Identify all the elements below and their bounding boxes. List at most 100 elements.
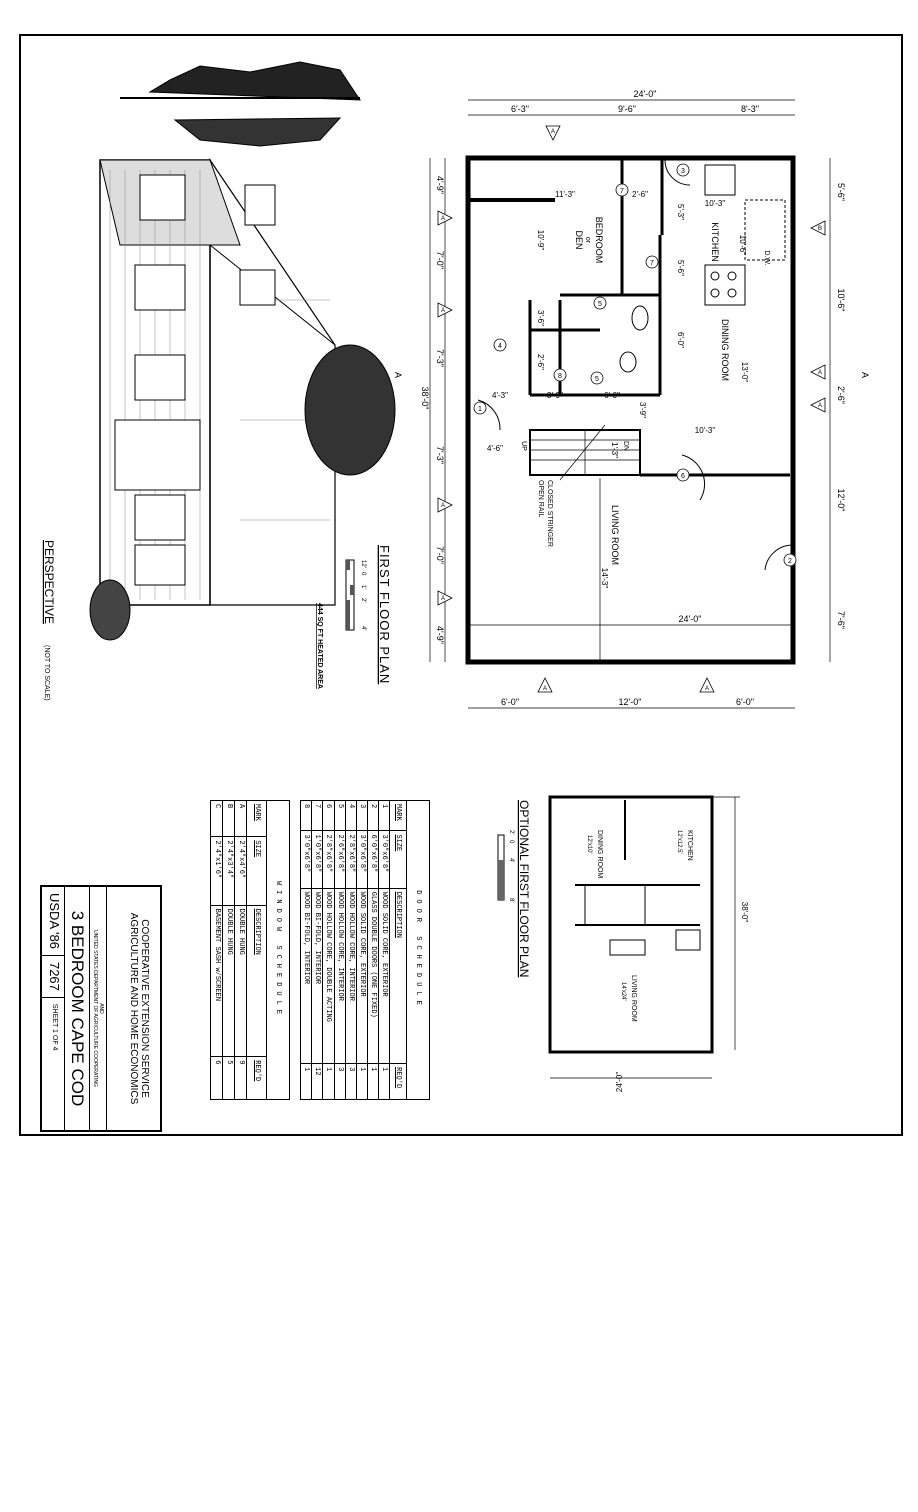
door-mark: 4	[498, 343, 502, 350]
perspective-title: PERSPECTIVE	[42, 540, 56, 624]
opt-room-living-size: 14'x24'	[620, 982, 626, 1001]
room-label-bedroom: BEDROOM	[594, 217, 604, 264]
dim-label: 7'-0"	[435, 546, 445, 564]
opt-room-dining-size: 12'x10'	[586, 835, 592, 854]
table-cell: WOOD BI-FOLD, INTERIOR	[300, 888, 312, 1064]
table-cell: A	[234, 800, 247, 837]
scale-label: 0	[360, 572, 366, 576]
room-label-living: LIVING ROOM	[610, 505, 620, 565]
scale-label: 4'	[360, 626, 366, 630]
opt-room-dining: DINING ROOM	[596, 830, 603, 878]
table-cell: 3	[345, 1063, 357, 1100]
door-mark: 7	[620, 188, 624, 195]
scale-bar: 12' 0 1' 2' 4'	[345, 559, 366, 631]
col-header: MARK	[246, 800, 267, 837]
table-cell: 3'0"x6'8"	[378, 830, 390, 889]
dim-label: 5'-6"	[676, 260, 685, 276]
cooktop	[704, 264, 746, 306]
dim-label: 4'-6"	[487, 444, 503, 453]
usda-label: USDA '86	[42, 887, 64, 956]
sheet-number: SHEET 1 OF 4	[51, 1003, 58, 1051]
table-cell: DOUBLE HUNG	[222, 905, 235, 1057]
dim-label: 3'-9"	[638, 402, 647, 418]
dim-label: 6'-0"	[604, 391, 620, 400]
dim-label: 24'-0"	[634, 89, 657, 99]
window-mark: A	[441, 216, 445, 222]
dim-label: 5'-3"	[676, 204, 685, 220]
table-cell: 6	[210, 1056, 223, 1100]
opt-room-living: LIVING ROOM	[630, 975, 637, 1022]
dim-label: 3'-9"	[547, 391, 563, 400]
table-cell: 3'0"x6'8"	[300, 830, 312, 889]
window-mark: A	[441, 503, 445, 509]
dim-label: 38'-0"	[420, 387, 430, 410]
roof	[209, 158, 336, 606]
door-mark: 6	[681, 473, 685, 480]
dim-label: 9'-6"	[618, 104, 636, 114]
stair-up-label: UP	[520, 441, 527, 451]
shrub	[89, 579, 131, 641]
section-mark: A	[393, 372, 403, 378]
door-mark: 3	[681, 168, 685, 175]
col-header: MARK	[389, 800, 407, 831]
table-cell: WOOD HOLLOW CORE, DOUBLE ACTING	[322, 888, 335, 1064]
shrub	[304, 344, 396, 476]
table-cell: C	[210, 800, 223, 837]
table-cell: 8	[300, 800, 312, 831]
table-cell: 12	[311, 1063, 323, 1100]
dim-label: 7'-0"	[435, 251, 445, 269]
table-cell: 1	[378, 1063, 390, 1100]
dishwasher-label: D.W.	[763, 250, 770, 265]
optional-exterior-walls	[548, 795, 714, 1054]
table-cell: WOOD SOLID CORE, EXTERIOR	[378, 888, 390, 1064]
dim-label: 10'-3"	[695, 426, 716, 435]
stair-down-label: DN	[622, 441, 629, 451]
counter	[744, 199, 786, 261]
room-label-kitchen: KITCHEN	[710, 222, 720, 262]
stair-note: CLOSED STRINGER	[546, 480, 553, 547]
dim-label: 3'-6"	[536, 310, 545, 326]
perspective-note: (NOT TO SCALE)	[43, 645, 50, 701]
dim-label: 6'-0"	[501, 697, 519, 707]
window	[134, 494, 186, 541]
project-name: 3 BEDROOM CAPE COD	[64, 887, 89, 1130]
table-cell: 6'0"x6'8"	[367, 830, 379, 889]
window-mark: A	[705, 686, 709, 692]
section-mark: A	[860, 372, 870, 378]
col-header: SIZE	[246, 836, 267, 906]
optional-plan-title: OPTIONAL FIRST FLOOR PLAN	[517, 800, 531, 977]
door-mark: 2	[788, 558, 792, 565]
window-schedule-title: WINDOW SCHEDULE	[266, 800, 290, 1100]
scale-label: 2'	[360, 598, 366, 602]
table-cell: BASEMENT SASH w/SCREEN	[210, 905, 223, 1057]
table-cell: 2'6"x6'8"	[334, 830, 346, 889]
tub	[631, 305, 649, 331]
range	[704, 164, 736, 196]
table-cell: DOUBLE HUNG	[234, 905, 247, 1057]
stair-note: OPEN RAIL	[537, 480, 544, 517]
optional-stair	[584, 884, 646, 926]
table-cell: B	[222, 800, 235, 837]
dim-label: 6'-0"	[736, 697, 754, 707]
gable-window	[139, 174, 186, 221]
dim-label: 2'-6"	[536, 354, 545, 370]
dim-label: 24'-0"	[679, 614, 702, 624]
scale-label: 1'	[360, 585, 366, 589]
table-cell: 2'8"x6'8"	[345, 830, 357, 889]
dim-label: 10'-9"	[536, 230, 545, 251]
cooperating-block: AND UNITED STATES DEPARTMENT OF AGRICULT…	[89, 887, 106, 1130]
dim-label: 4'-9"	[435, 626, 445, 644]
window-schedule: WINDOW SCHEDULE MARK SIZE DESCRIPTION RE…	[210, 800, 290, 1100]
window	[134, 354, 186, 401]
optional-first-floor-plan: KITCHEN 12'x12.5' DINING ROOM 12'x10' LI…	[497, 795, 749, 1092]
dormer-window	[239, 269, 276, 306]
dim-label: 1'-3"	[610, 442, 619, 458]
